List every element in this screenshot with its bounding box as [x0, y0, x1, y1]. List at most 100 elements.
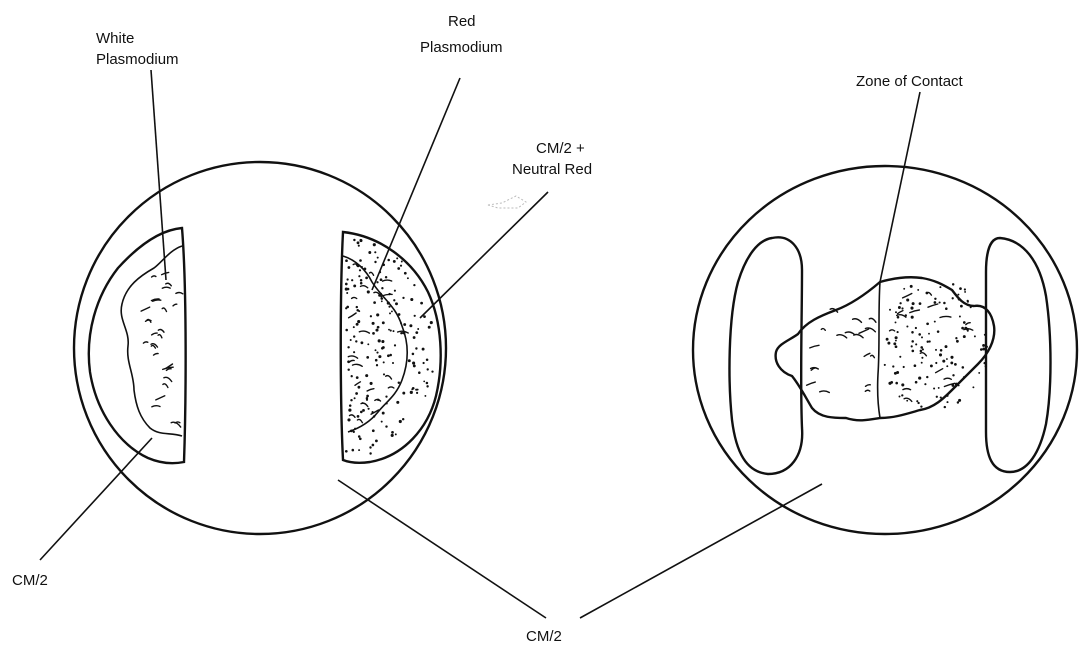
red-plasmodium-dot [391, 434, 394, 437]
red-plasmodium-dot [365, 374, 368, 377]
merged-red-dot [928, 333, 930, 335]
red-plasmodium-dot [412, 353, 415, 356]
merged-red-dot [956, 340, 959, 343]
merged-red-dot [899, 396, 901, 398]
red-plasmodium-dot [383, 373, 385, 375]
red-plasmodium-dot [417, 328, 419, 330]
red-plasmodium-dot [381, 287, 383, 289]
merged-red-dot [934, 301, 937, 304]
merged-red-dot [938, 387, 940, 389]
red-plasmodium-dot [380, 278, 383, 281]
merged-red-dot [934, 321, 936, 323]
white-plasmodium-streak [156, 396, 165, 400]
red-plasmodium-dot [382, 412, 385, 415]
merged-white-streak [871, 355, 875, 357]
merged-red-dot [943, 302, 946, 305]
red-plasmodium-dot [423, 380, 425, 382]
red-plasmodium-dot [381, 347, 384, 350]
merged-red-dot [912, 302, 915, 305]
merged-red-dot [970, 306, 972, 308]
merged-red-dot [954, 363, 957, 366]
merged-red-dot [915, 343, 917, 345]
red-plasmodium-dot [407, 277, 409, 279]
white-plasmodium-body [121, 246, 182, 436]
label-red-plasmodium-line1: Red [448, 13, 476, 30]
merged-red-dot [964, 288, 966, 290]
merged-red-dot [916, 400, 918, 402]
white-plasmodium-streak [163, 384, 168, 388]
merged-red-dot [934, 298, 936, 300]
merged-red-dot [958, 399, 961, 402]
red-plasmodium-dot [373, 243, 376, 246]
label-red-plasmodium-line2: Plasmodium [420, 39, 503, 56]
white-plasmodium-streak [158, 330, 164, 333]
merged-red-dot [926, 376, 928, 378]
merged-red-streak [920, 353, 926, 356]
merged-red-dot [911, 331, 914, 334]
red-plasmodium-dot [375, 329, 378, 332]
merged-red-dot [959, 287, 962, 290]
red-plasmodium-dot [399, 420, 402, 423]
merged-red-dot [898, 306, 901, 309]
red-plasmodium-dot [353, 351, 355, 353]
merged-red-dot [957, 294, 959, 296]
red-plasmodium-dot [369, 452, 371, 454]
red-plasmodium-streak [383, 280, 392, 281]
merged-red-streak [890, 330, 895, 331]
red-plasmodium-streak [381, 294, 392, 296]
red-plasmodium-dot [402, 418, 404, 420]
merged-white-streak [821, 329, 825, 331]
white-plasmodium-streak [166, 283, 172, 286]
merged-red-dot [952, 374, 954, 376]
red-plasmodium-streak [349, 360, 354, 362]
red-plasmodium-dot [398, 313, 401, 316]
red-plasmodium-dot [385, 276, 387, 278]
merged-plasmodium-stipple [884, 283, 988, 408]
red-plasmodium-dot [372, 322, 375, 325]
red-plasmodium-dot [372, 429, 375, 432]
red-plasmodium-dot [393, 330, 395, 332]
red-plasmodium-dot [431, 370, 433, 372]
red-plasmodium-dot [416, 392, 418, 394]
merged-red-dot [914, 364, 917, 367]
red-plasmodium-dot [357, 415, 360, 418]
red-plasmodium-dot [348, 409, 351, 412]
merged-red-dot [945, 307, 948, 310]
merged-red-dot [952, 297, 954, 299]
red-plasmodium-dot [413, 336, 416, 339]
merged-white-streak [810, 345, 819, 348]
merged-red-dot [950, 361, 953, 364]
red-plasmodium-dot [374, 261, 376, 263]
red-plasmodium-dot [356, 306, 358, 308]
red-plasmodium-dot [350, 399, 352, 401]
red-plasmodium-dot [363, 267, 366, 270]
red-plasmodium-dot [408, 359, 411, 362]
red-plasmodium-streak [348, 356, 357, 358]
red-plasmodium-dot [346, 278, 348, 280]
label-cm2-left: CM/2 [12, 572, 48, 589]
red-plasmodium-stipple [345, 239, 434, 455]
merged-red-dot [895, 340, 897, 342]
red-plasmodium-dot [359, 259, 362, 262]
label-white-plasmodium-line2: Plasmodium [96, 51, 179, 68]
leader-cm2-left [40, 438, 152, 560]
red-plasmodium-dot [418, 371, 421, 374]
red-plasmodium-dot [345, 288, 348, 291]
red-plasmodium-dot [355, 392, 358, 395]
red-plasmodium-dot [409, 324, 412, 327]
merged-white-streak [845, 332, 854, 334]
white-plasmodium-streak [153, 300, 161, 301]
red-plasmodium-dot [387, 302, 390, 305]
merged-red-dot [963, 335, 966, 338]
right-dish-right-medium [986, 238, 1051, 472]
red-plasmodium-dot [360, 411, 363, 414]
red-plasmodium-dot [359, 269, 361, 271]
red-plasmodium-dot [351, 375, 353, 377]
red-plasmodium-streak [367, 389, 374, 391]
merged-white-streak [859, 329, 869, 333]
merged-red-dot [906, 400, 908, 402]
white-plasmodium-streak [152, 276, 156, 277]
red-plasmodium-dot [358, 435, 361, 438]
white-plasmodium-streak [151, 345, 155, 348]
